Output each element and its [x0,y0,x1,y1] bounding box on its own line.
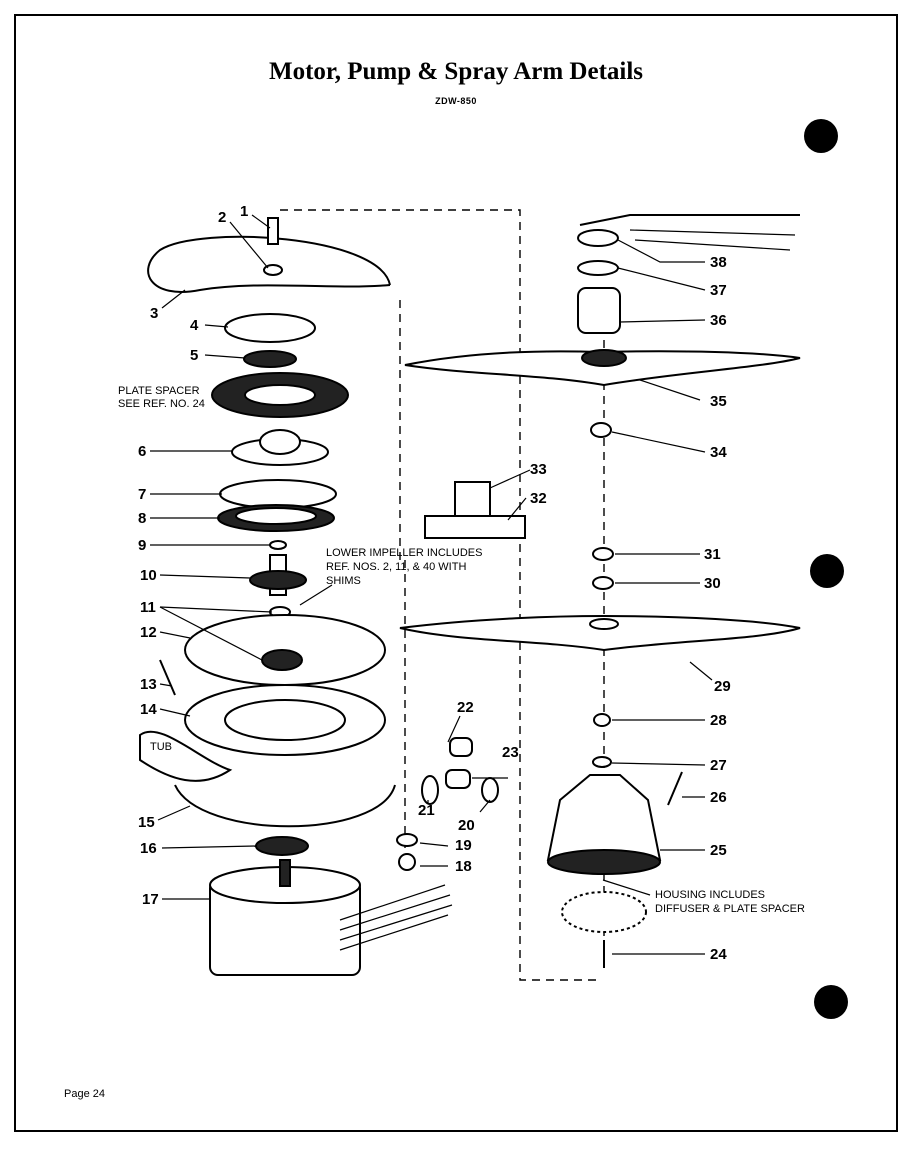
model-number: ZDW-850 [435,96,477,106]
washer-part [577,260,619,276]
callout-28: 28 [710,712,727,729]
bracket-part [424,515,526,539]
plate-spacer-note: SEE REF. NO. 24 [118,398,205,410]
callout-21: 21 [418,802,435,819]
lower-impeller-note: SHIMS [326,575,361,587]
tub-note: TUB [150,741,172,753]
callout-numbers: 1 2 3 4 5 6 7 8 9 10 11 12 13 14 15 16 1… [138,203,731,963]
gasket-part [219,479,337,509]
callout-30: 30 [704,575,721,592]
callout-8: 8 [138,510,146,527]
nut-part [590,422,612,438]
callout-15: 15 [138,814,155,831]
callout-5: 5 [190,347,198,364]
callout-26: 26 [710,789,727,806]
callout-38: 38 [710,254,727,271]
page-number: Page 24 [64,1088,105,1100]
screw-part [267,217,279,245]
hose-part [449,737,473,757]
upper-spray-arm [404,350,801,387]
plate-spacer-note: PLATE SPACER [118,385,200,397]
binder-hole [810,554,844,588]
callout-16: 16 [140,840,157,857]
page-title: Motor, Pump & Spray Arm Details [268,58,644,85]
callout-11: 11 [140,599,156,616]
mounting-ring-part [174,784,396,828]
lower-impeller-note: LOWER IMPELLER INCLUDES [326,547,482,559]
callout-32: 32 [530,490,547,507]
valve-part [398,853,416,871]
callout-22: 22 [457,699,474,716]
binder-hole [814,985,848,1019]
bolt-part [159,659,176,696]
callout-13: 13 [140,676,157,693]
spray-housing-part [546,774,662,861]
callout-4: 4 [190,317,199,334]
callout-18: 18 [455,858,472,875]
callout-34: 34 [710,444,727,461]
clamp-part [421,775,439,805]
washer-part [269,540,287,550]
washer-part [592,576,614,590]
nut-part [593,713,611,727]
callout-37: 37 [710,282,727,299]
hose-part [445,769,471,789]
screw-part [667,771,683,806]
assembly-axis-left [280,209,600,981]
leader-lines [150,214,713,955]
callout-6: 6 [138,443,146,460]
callout-9: 9 [138,537,146,554]
motor-seal-part [255,836,309,856]
callout-35: 35 [710,393,727,410]
nut-part [263,264,283,276]
lower-impeller-note: REF. NOS. 2, 11, & 40 WITH [326,561,466,573]
tub-section [139,730,233,782]
callout-25: 25 [710,842,727,859]
housing-note: HOUSING INCLUDES [655,889,765,901]
lower-spray-arm [399,614,801,652]
callout-2: 2 [218,209,226,226]
chopper-part [243,350,297,368]
callout-24: 24 [710,946,727,963]
diffuser-part [561,891,647,933]
callout-36: 36 [710,312,727,329]
page-border [14,14,898,1132]
feed-tube-part [579,214,800,226]
callout-19: 19 [455,837,472,854]
callout-27: 27 [710,757,727,774]
callout-17: 17 [142,891,159,908]
binder-hole [804,119,838,153]
cover-part [224,313,316,343]
callout-20: 20 [458,817,475,834]
washer-part [592,756,612,768]
callout-29: 29 [714,678,731,695]
callout-3: 3 [150,305,158,322]
callout-12: 12 [140,624,157,641]
callout-23: 23 [502,744,519,761]
callout-1: 1 [240,203,248,220]
annotation-notes: PLATE SPACER SEE REF. NO. 24 LOWER IMPEL… [118,385,805,915]
housing-note: DIFFUSER & PLATE SPACER [655,903,805,915]
clamp-part [481,777,499,803]
callout-7: 7 [138,486,146,503]
coupling-nut-part [577,287,621,334]
callout-33: 33 [530,461,547,478]
heater-element [147,235,391,293]
callout-10: 10 [140,567,157,584]
nut-part [592,547,614,561]
grommet-part [396,833,418,847]
callout-14: 14 [140,701,157,718]
callout-31: 31 [704,546,721,563]
